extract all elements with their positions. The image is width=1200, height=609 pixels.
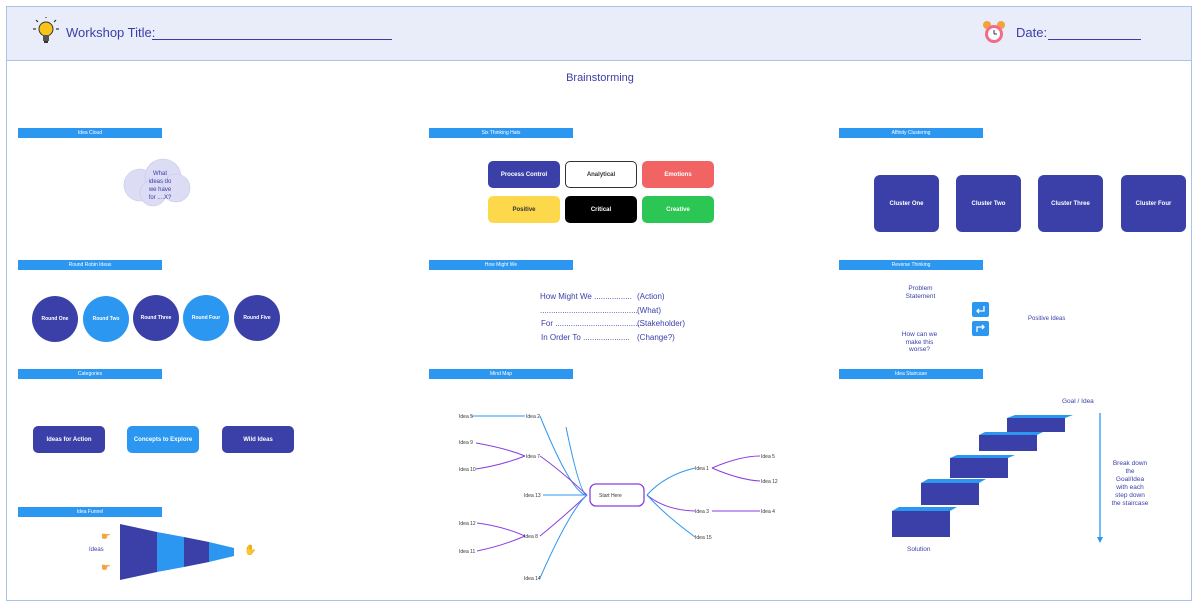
mind-node[interactable]: Idea 5 xyxy=(459,414,473,420)
mind-node[interactable]: Idea 14 xyxy=(524,576,541,582)
section-mind-map: Mind Map xyxy=(429,369,573,379)
staircase-note: Break down the Goal/Idea with each step … xyxy=(1104,460,1156,508)
hat-analytical[interactable]: Analytical xyxy=(565,161,637,188)
reverse-problem: Problem Statement xyxy=(893,285,948,301)
staircase-note-line: Goal/Idea xyxy=(1115,476,1145,483)
mind-node[interactable]: Idea 8 xyxy=(524,534,538,540)
staircase-note-line: step down xyxy=(1115,492,1145,499)
mind-node[interactable]: Idea 7 xyxy=(526,454,540,460)
cloud-line: we have xyxy=(148,187,172,193)
mind-node[interactable]: Idea 10 xyxy=(459,467,476,473)
hmw-right-2: (What) xyxy=(637,306,661,315)
cloud-line: for ....X? xyxy=(148,195,172,201)
reverse-positive: Positive Ideas xyxy=(1028,316,1066,322)
hmw-left-1: How Might We ................. xyxy=(540,292,632,301)
section-funnel: Idea Funnel xyxy=(18,507,162,517)
workshop-title-line[interactable] xyxy=(152,39,392,40)
mind-node[interactable]: Idea 3 xyxy=(695,509,709,515)
cloud-line: ideas do xyxy=(148,179,172,185)
cluster-one[interactable]: Cluster One xyxy=(874,175,939,232)
mind-node[interactable]: Idea 15 xyxy=(695,535,712,541)
section-reverse: Reverse Thinking xyxy=(839,260,983,270)
hmw-right-1: (Action) xyxy=(637,292,665,301)
mind-node[interactable]: Idea 11 xyxy=(459,549,476,555)
hat-creative[interactable]: Creative xyxy=(642,196,714,223)
reverse-how-line: How can we xyxy=(901,331,938,338)
funnel-segment xyxy=(184,537,209,567)
mind-node[interactable]: Idea 2 xyxy=(526,414,540,420)
mind-node[interactable]: Idea 12 xyxy=(761,479,778,485)
board-frame xyxy=(6,6,1192,601)
category-ideas-for-action[interactable]: Ideas for Action xyxy=(33,426,105,453)
round-three[interactable]: Round Three xyxy=(133,295,179,341)
staircase-goal: Goal / Idea xyxy=(1062,398,1094,405)
idea-cloud-shape xyxy=(123,158,191,207)
staircase-note-line: Break down xyxy=(1112,460,1148,467)
hmw-left-3: For ....................................… xyxy=(541,319,645,328)
mind-node[interactable]: Idea 9 xyxy=(459,440,473,446)
stair-steps xyxy=(892,415,1073,537)
mind-map: Start Here Idea 5 Idea 2 Idea 9 Idea 7 I… xyxy=(459,414,778,582)
section-round-robin: Round Robin Ideas xyxy=(18,260,162,270)
alarm-clock-icon xyxy=(983,21,1005,43)
section-categories: Categories xyxy=(18,369,162,379)
cluster-two[interactable]: Cluster Two xyxy=(956,175,1021,232)
idea-cloud-text: What ideas do we have for ....X? xyxy=(145,170,175,202)
staircase-note-line: with each xyxy=(1116,484,1144,491)
round-two[interactable]: Round Two xyxy=(83,296,129,342)
hmw-right-4: (Change?) xyxy=(637,333,675,342)
reverse-how-line: make this xyxy=(905,338,934,346)
mind-map-center[interactable] xyxy=(589,483,645,507)
category-concepts-to-explore[interactable]: Concepts to Explore xyxy=(127,426,199,453)
round-five[interactable]: Round Five xyxy=(234,295,280,341)
hat-positive[interactable]: Positive xyxy=(488,196,560,223)
funnel-segment xyxy=(120,524,157,580)
cluster-four[interactable]: Cluster Four xyxy=(1121,175,1186,232)
mind-node[interactable]: Idea 12 xyxy=(459,521,476,527)
hmw-right-3: (Stakeholder) xyxy=(637,319,686,328)
section-affinity: Affinity Clustering xyxy=(839,128,983,138)
hat-process-control[interactable]: Process Control xyxy=(488,161,560,188)
hat-emotions[interactable]: Emotions xyxy=(642,161,714,188)
mind-node[interactable]: Idea 13 xyxy=(524,493,541,499)
staircase-note-line: the xyxy=(1125,468,1135,475)
reverse-how-line: worse? xyxy=(909,346,930,353)
mind-node[interactable]: Idea 5 xyxy=(761,454,775,460)
funnel-segment xyxy=(157,532,184,572)
workshop-title-label: Workshop Title: xyxy=(66,25,156,40)
round-one[interactable]: Round One xyxy=(32,296,78,342)
reverse-arrows-icon xyxy=(972,302,989,336)
funnel-ideas-label: Ideas xyxy=(89,547,104,553)
staircase-solution: Solution xyxy=(907,546,931,553)
reverse-problem-line: Problem xyxy=(908,285,933,292)
hmw-left-4: In Order To ..................... xyxy=(541,333,630,342)
hand-pointer-icon: ☛ xyxy=(101,562,111,574)
funnel-segment xyxy=(209,542,234,562)
date-label: Date: xyxy=(1016,25,1048,40)
section-idea-cloud: Idea Cloud xyxy=(18,128,162,138)
section-six-hats: Six Thinking Hats xyxy=(429,128,573,138)
idea-staircase xyxy=(892,413,1103,543)
cluster-three[interactable]: Cluster Three xyxy=(1038,175,1103,232)
mind-node[interactable]: Idea 4 xyxy=(761,509,775,515)
page-title: Brainstorming xyxy=(566,72,634,84)
date-line[interactable] xyxy=(1048,39,1141,40)
mind-map-center-label: Start Here xyxy=(599,493,622,499)
idea-funnel-shape xyxy=(120,524,234,580)
staircase-note-line: the staircase xyxy=(1111,500,1149,507)
lightbulb-small-icon: ✋ xyxy=(244,545,257,556)
round-four[interactable]: Round Four xyxy=(183,295,229,341)
hand-pointer-icon: ☛ xyxy=(101,531,111,543)
lightbulb-icon xyxy=(33,17,59,43)
section-staircase: Idea Staircase xyxy=(839,369,983,379)
hat-critical[interactable]: Critical xyxy=(565,196,637,223)
mind-node[interactable]: Idea 1 xyxy=(695,466,709,472)
reverse-how: How can we make this worse? xyxy=(892,331,947,354)
reverse-problem-line: Statement xyxy=(905,293,936,300)
section-hmw: How Might We xyxy=(429,260,573,270)
cloud-line: What xyxy=(152,171,167,177)
hmw-left-2: ........................................… xyxy=(540,306,638,315)
category-wild-ideas[interactable]: Wild Ideas xyxy=(222,426,294,453)
